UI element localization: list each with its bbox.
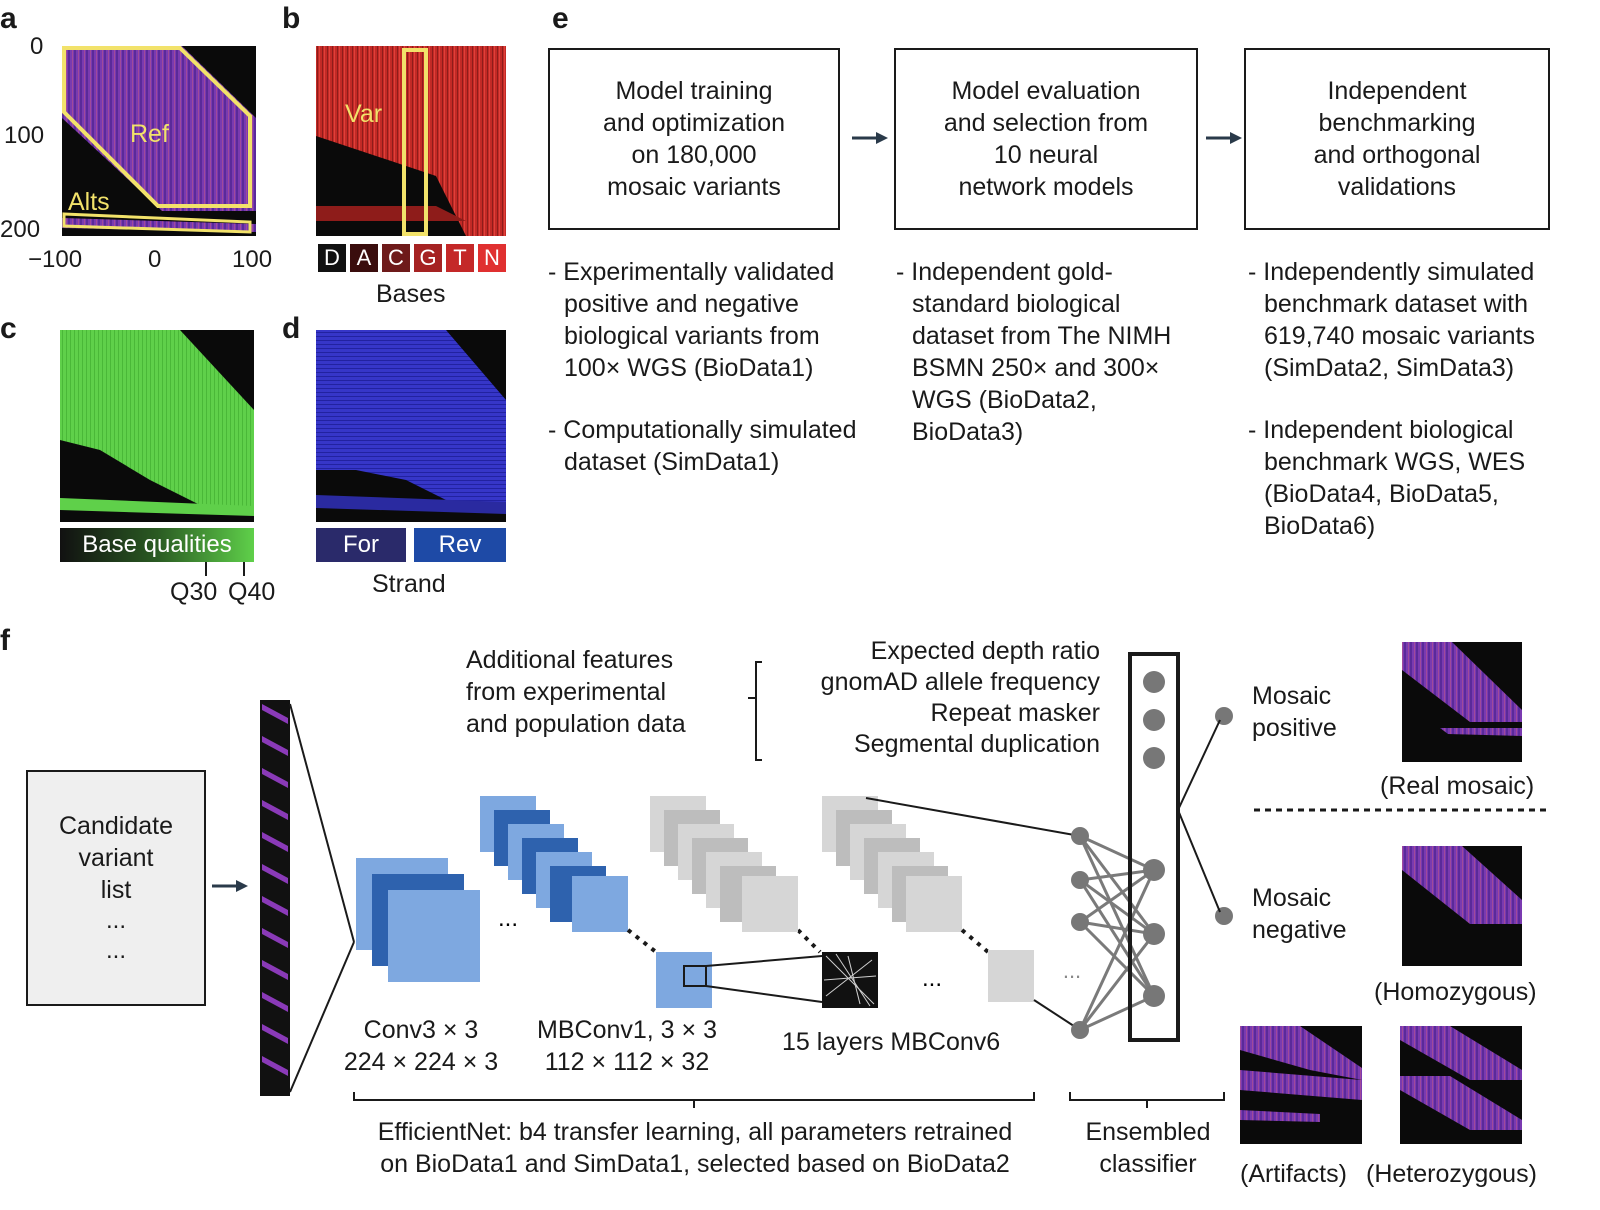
list-item: Expected depth ratio — [870, 637, 1100, 665]
q40-label: Q40 — [228, 578, 276, 606]
list-item: - Experimentally validated positive and … — [548, 258, 835, 382]
x-tick: 100 — [232, 246, 273, 273]
heterozygous-label: (Heterozygous) — [1366, 1160, 1537, 1188]
strand-reverse: Rev — [414, 528, 506, 562]
var-label: Var — [345, 100, 383, 128]
panel-label-a: a — [0, 2, 17, 35]
panel-label-e: e — [552, 2, 569, 35]
candidate-variant-title: Candidate variant list — [59, 812, 173, 904]
training-details: - Experimentally validated positive and … — [548, 256, 878, 508]
alts-label: Alts — [68, 188, 110, 216]
mosaic-positive-label: Mosaic positive — [1252, 682, 1337, 742]
x-tick: 0 — [148, 246, 162, 273]
y-tick: 0 — [30, 33, 44, 60]
arrow-right-icon — [852, 132, 888, 144]
panel-label-c: c — [0, 312, 17, 345]
base-qualities-legend: Base qualities — [60, 528, 254, 562]
conv2-label: MBConv1, 3 × 3 112 × 112 × 32 — [537, 1016, 717, 1076]
benchmarking-details: - Independently simulated benchmark data… — [1248, 256, 1578, 572]
read-pileup-image-d — [316, 330, 506, 522]
example-heterozygous — [1400, 1026, 1522, 1144]
strand-axis-label: Strand — [372, 570, 446, 598]
base-n: N — [478, 244, 506, 272]
conv-layer-1 — [356, 858, 480, 982]
homozygous-label: (Homozygous) — [1374, 978, 1537, 1006]
x-tick: −100 — [28, 246, 83, 273]
candidate-dots: ... — [105, 937, 126, 964]
candidate-variant-box: Candidate variant list ... ... — [26, 770, 206, 1006]
read-pileup-image-c — [60, 330, 254, 522]
base-c: C — [382, 244, 410, 272]
list-item: gnomAD allele frequency — [820, 668, 1100, 696]
example-artifacts — [1240, 1026, 1362, 1144]
ensembled-caption: Ensembled classifier — [1085, 1118, 1211, 1178]
base-d: D — [318, 244, 346, 272]
artifacts-label: (Artifacts) — [1240, 1160, 1347, 1188]
arrow-right-icon — [1206, 132, 1242, 144]
list-item: Repeat masker — [930, 699, 1100, 727]
feature-list: Expected depth ratio gnomAD allele frequ… — [770, 636, 1100, 760]
conv-layer-4 — [822, 796, 962, 932]
base-g: G — [414, 244, 442, 272]
list-item: Segmental duplication — [854, 730, 1100, 758]
efficientnet-caption: EfficientNet: b4 transfer learning, all … — [377, 1118, 1013, 1178]
svg-text:...: ... — [922, 965, 942, 992]
workflow-box-benchmarking: Independent benchmarking and orthogonal … — [1244, 48, 1550, 230]
ref-label: Ref — [130, 120, 169, 148]
conv-layer-2 — [480, 796, 628, 932]
list-item: - Independent gold-standard biological d… — [896, 258, 1172, 446]
panel-label-d: d — [282, 312, 301, 345]
mosaic-negative-label: Mosaic negative — [1252, 884, 1347, 944]
image-stack-strip — [260, 700, 290, 1096]
read-pileup-image-b — [316, 46, 506, 236]
strand-forward: For — [316, 528, 406, 562]
ellipsis: ... — [498, 905, 518, 932]
arrow-right-icon — [212, 880, 248, 892]
panel-label-b: b — [282, 2, 301, 35]
list-item: - Computationally simulated dataset (Sim… — [548, 416, 857, 476]
example-real-mosaic — [1402, 642, 1522, 762]
q40-tick-mark — [243, 562, 245, 576]
y-tick: 200 — [0, 216, 41, 243]
ensemble-box — [1128, 652, 1180, 1042]
real-mosaic-label: (Real mosaic) — [1380, 772, 1535, 800]
bases-axis-label: Bases — [376, 280, 446, 308]
list-item: - Independently simulated benchmark data… — [1248, 258, 1535, 382]
workflow-box-evaluation: Model evaluation and selection from 10 n… — [894, 48, 1198, 230]
panel-label-f: f — [0, 624, 10, 657]
list-item: - Independent biological benchmark WGS, … — [1248, 416, 1526, 540]
svg-text:...: ... — [1063, 958, 1081, 983]
y-tick: 100 — [4, 122, 45, 149]
candidate-dots: ... — [105, 907, 126, 934]
evaluation-details: - Independent gold-standard biological d… — [896, 256, 1196, 478]
q30-tick-mark — [205, 562, 207, 576]
read-pileup-image-a — [62, 46, 256, 236]
q30-label: Q30 — [170, 578, 218, 606]
example-homozygous — [1402, 846, 1522, 966]
conv1-label: Conv3 × 3 224 × 224 × 3 — [343, 1016, 499, 1076]
conv3-label: 15 layers MBConv6 — [782, 1028, 1001, 1056]
network-diagram: ... ... ... — [260, 642, 1548, 1144]
workflow-box-training: Model training and optimization on 180,0… — [548, 48, 840, 230]
base-t: T — [446, 244, 474, 272]
additional-features-label: Additional features from experimental an… — [466, 646, 686, 738]
base-a: A — [350, 244, 378, 272]
conv-layer-3 — [650, 796, 798, 932]
